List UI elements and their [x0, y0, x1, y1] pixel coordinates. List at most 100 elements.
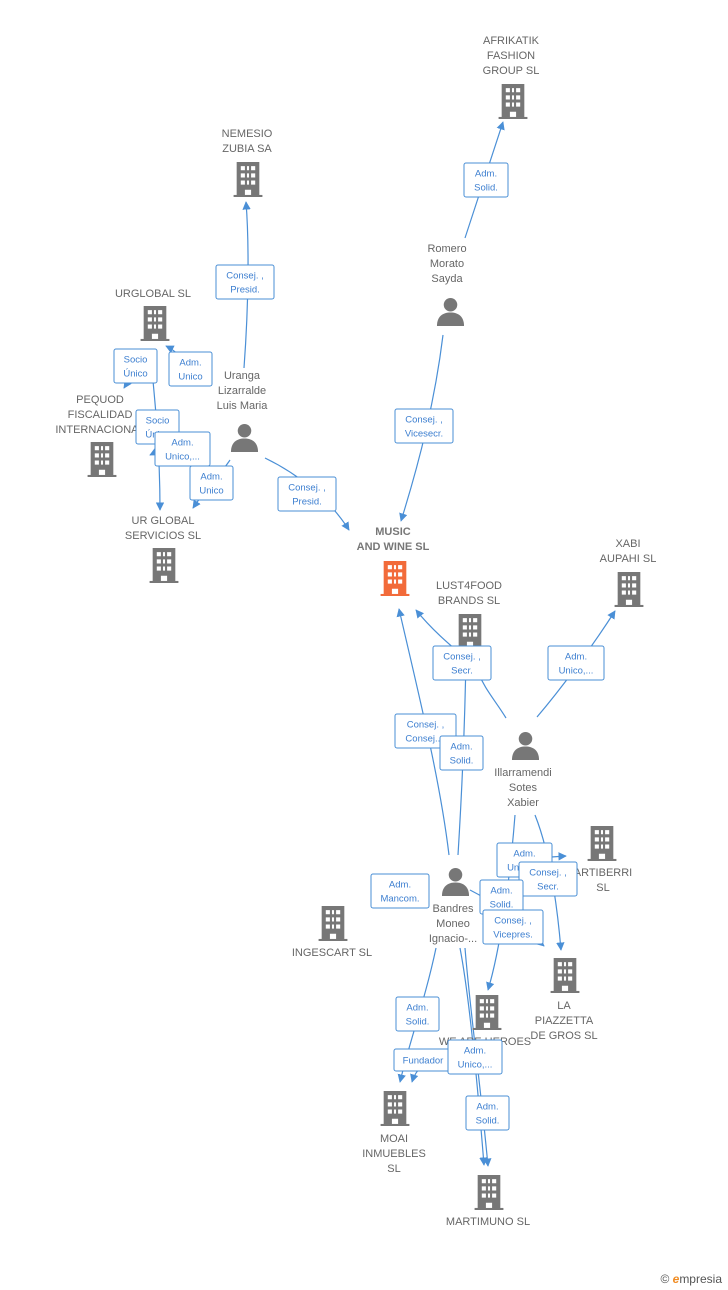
node-label-line: Morato [430, 258, 464, 270]
relation-label: Consej. , [407, 720, 445, 731]
node-label-line: Bandres [433, 903, 474, 915]
relation-label: Socio [124, 355, 148, 366]
node-label-line: INGESCART SL [292, 947, 372, 959]
building-icon [140, 306, 170, 341]
relation-box-frame [215, 264, 275, 300]
node-label-line: MOAI [380, 1133, 408, 1145]
relation-label: Presid. [230, 285, 260, 296]
relation-box-frame [547, 645, 605, 681]
relation-label: Adm. [179, 358, 201, 369]
node-label-line: Lizarralde [218, 385, 266, 397]
relation-label: Solid. [490, 900, 514, 911]
node-label-line: DE GROS SL [530, 1030, 597, 1042]
relation-label: Unico,... [458, 1060, 493, 1071]
node-label: INGESCART SL [292, 947, 372, 959]
node-label-line: SL [596, 882, 609, 894]
node-label-line: GROUP SL [483, 65, 540, 77]
person-icon [511, 731, 540, 760]
node-label-line: URGLOBAL SL [115, 288, 191, 300]
node-label-line: AUPAHI SL [600, 553, 657, 565]
relation-box: Consej. ,Secr. [432, 645, 492, 681]
relation-label: Adm. [200, 472, 222, 483]
node-labels: MUSIC AND WINE SL AFRIKATIK FASHION GROUP S… [55, 35, 656, 1228]
relation-box: Adm. Unico,... [547, 645, 605, 681]
node-label-line: FASHION [487, 50, 535, 62]
relation-label: Solid. [406, 1017, 430, 1028]
node-label-line: BRANDS SL [438, 595, 500, 607]
node-label: MARTIMUNO SL [446, 1216, 530, 1228]
relation-label: Adm. [171, 438, 193, 449]
building-icon [149, 548, 179, 583]
relation-label: Presid. [292, 497, 322, 508]
relation-label: Consej. , [529, 868, 567, 879]
relation-box: Consej. , Presid. [215, 264, 275, 300]
relation-label: Secr. [451, 666, 473, 677]
relation-box-frame [113, 348, 158, 384]
relation-box: Adm. Unico [168, 351, 213, 387]
node-label-line: PIAZZETTA [535, 1015, 594, 1027]
building-icon [87, 442, 117, 477]
person-icon [230, 423, 259, 452]
node-label-line: ZUBIA SA [222, 143, 272, 155]
relation-box-frame [168, 351, 213, 387]
relation-box: Adm. Solid. [479, 879, 524, 915]
building-icon [233, 162, 263, 197]
node-label-line: Illarramendi [494, 767, 551, 779]
relation-label: Consej. , [288, 483, 326, 494]
relation-label: Fundador [403, 1056, 444, 1067]
relation-label: Secr. [537, 882, 559, 893]
relation-label: Mancom. [380, 894, 419, 905]
relation-label: Adm. [450, 742, 472, 753]
node-label-line: AFRIKATIK [483, 35, 540, 47]
node-label-line: MARTIMUNO SL [446, 1216, 530, 1228]
building-icon [550, 958, 580, 993]
relation-label: Vicepres. [493, 930, 532, 941]
node-label-line: INTERNACIONAL [55, 424, 144, 436]
node-label: AFRIKATIK FASHION GROUP SL [483, 35, 540, 77]
relation-label: Adm. [490, 886, 512, 897]
node-label-line: INMUEBLES [362, 1148, 426, 1160]
relation-label: Adm. [565, 652, 587, 663]
relation-label: Unico [178, 372, 202, 383]
node-label-line: Ignacio-... [429, 933, 477, 945]
relation-box-frame [463, 162, 509, 198]
node-label-line: AND WINE SL [357, 541, 430, 553]
relation-box-frame [370, 873, 430, 909]
node-label-line: Sotes [509, 782, 538, 794]
relation-box-frame [439, 735, 484, 771]
relation-label: Consej. , [494, 916, 532, 927]
relation-label: Vicesecr. [405, 429, 443, 440]
relation-box: Adm.Unico,... [447, 1039, 503, 1075]
relation-box: Adm.Solid. [465, 1095, 510, 1131]
relation-box-frame [447, 1039, 503, 1075]
node-label-line: LA [557, 1000, 571, 1012]
node-label-line: FISCALIDAD [68, 409, 133, 421]
relation-label: Solid. [474, 183, 498, 194]
node-label-line: MUSIC [375, 526, 411, 538]
node-label: LA PIAZZETTA DE GROS SL [530, 1000, 597, 1042]
building-icon [318, 906, 348, 941]
relation-box-frame [395, 996, 440, 1032]
relation-label: Adm. [476, 1102, 498, 1113]
relation-label: Consej. , [405, 415, 443, 426]
node-label-line: Moneo [436, 918, 470, 930]
building-icon [474, 1175, 504, 1210]
person-icon [441, 867, 470, 896]
node-label-line: Luis Maria [217, 400, 269, 412]
relation-box: Consej. , Vicesecr. [394, 408, 454, 444]
relation-box: Consej. , Presid. [277, 476, 337, 512]
relation-box-frame [465, 1095, 510, 1131]
relation-label: Consej. , [226, 271, 264, 282]
node-label-line: Xabier [507, 797, 539, 809]
building-icon [498, 84, 528, 119]
node-label: MUSIC AND WINE SL [357, 526, 430, 553]
relation-label: Unico,... [559, 666, 594, 677]
